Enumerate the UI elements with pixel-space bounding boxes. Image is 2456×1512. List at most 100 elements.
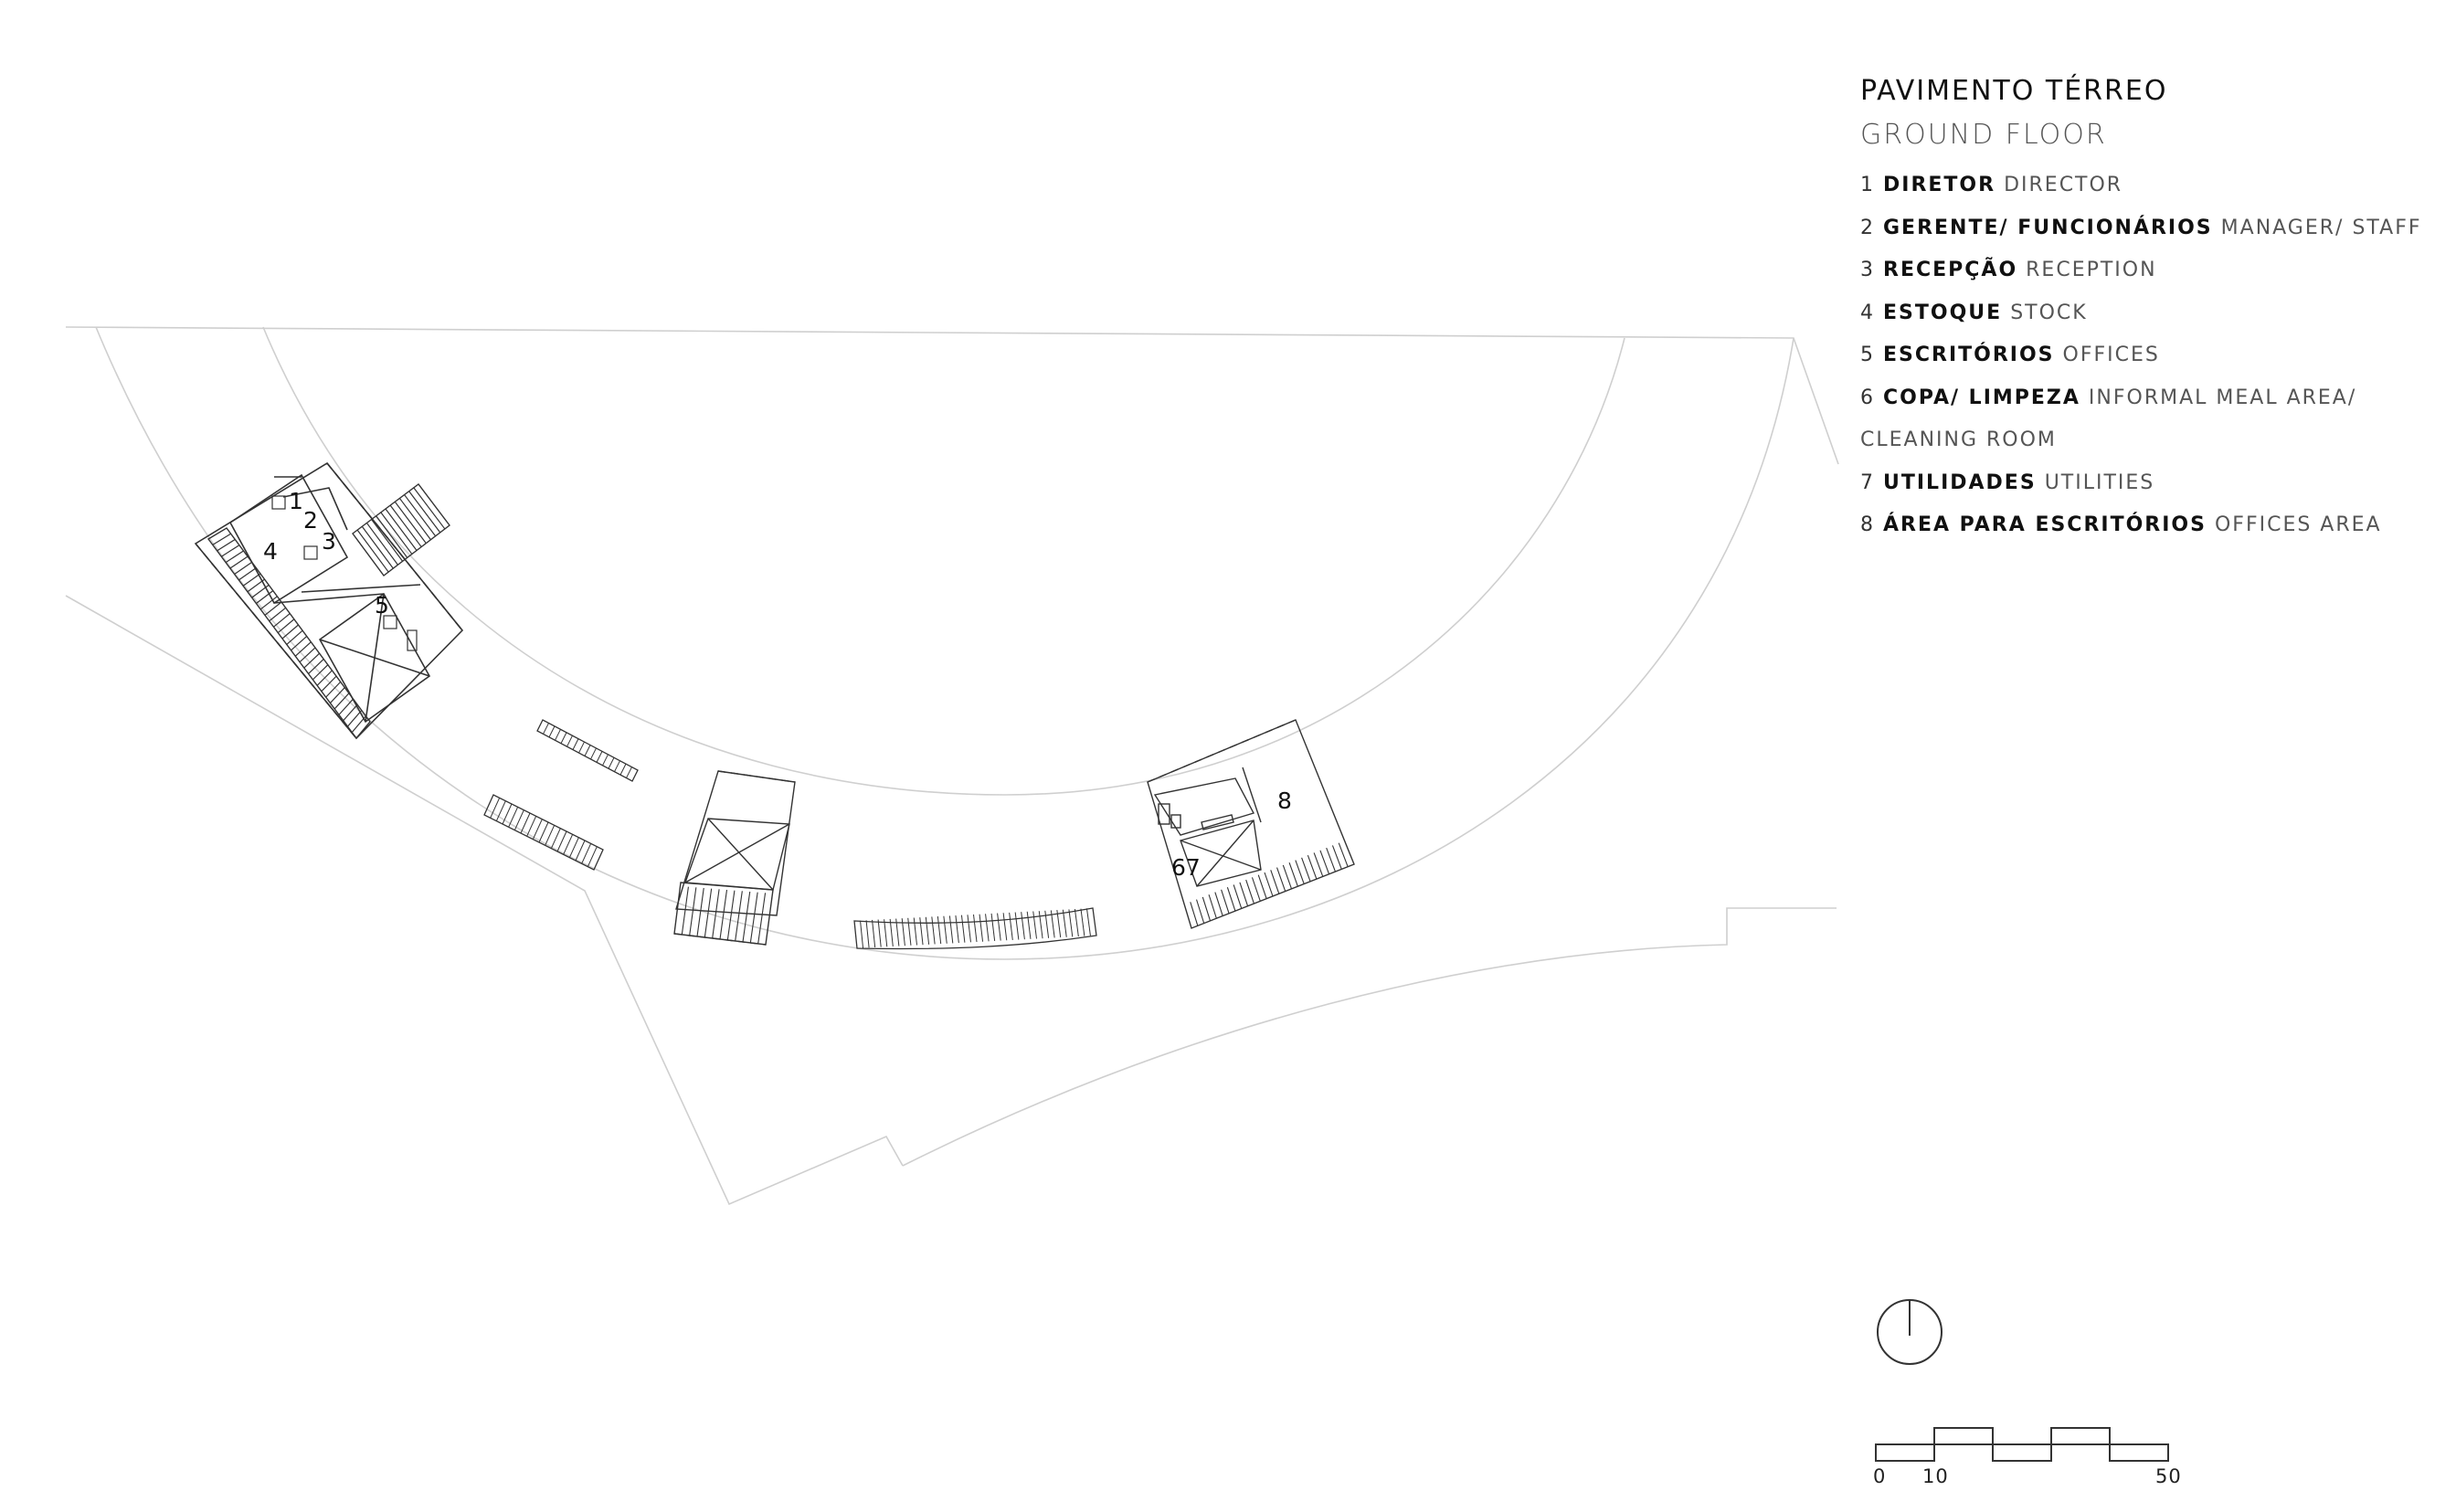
tread-line — [865, 920, 870, 948]
scale-bar — [1875, 1427, 2169, 1462]
tread-line — [545, 825, 556, 846]
tread-line — [1233, 884, 1243, 909]
tread-line — [242, 573, 261, 587]
tread-line — [614, 760, 620, 772]
legend-item-pt: DIRETOR — [1883, 174, 1996, 196]
tread-line — [990, 913, 996, 942]
tread-line — [1226, 886, 1236, 912]
legend-item: 6 COPA/ LIMPEZA INFORMAL MEAL AREA/ — [1860, 377, 2427, 420]
tread-line — [277, 619, 295, 634]
tread-line — [264, 601, 282, 616]
room-label-5: 5 — [375, 592, 389, 619]
tread-line — [967, 915, 971, 943]
legend-item: 5 ESCRITÓRIOS OFFICES — [1860, 334, 2427, 377]
legend-item-en: STOCK — [2010, 301, 2088, 324]
tread-line — [1264, 872, 1274, 897]
tread-line — [1295, 860, 1305, 884]
tread-line — [1009, 912, 1013, 940]
tread-line — [566, 735, 573, 747]
tread-line — [238, 567, 257, 581]
tread-line — [538, 821, 549, 843]
tread-line — [602, 754, 609, 767]
tread-line — [948, 915, 954, 944]
left-stair — [206, 527, 371, 740]
tread-line — [572, 738, 579, 750]
tread-line — [312, 664, 329, 681]
tread-line — [251, 584, 270, 598]
tread-line — [329, 687, 345, 703]
tread-line — [1056, 910, 1062, 938]
legend-item: 4 ESTOQUE STOCK — [1860, 292, 2427, 335]
tread-line — [550, 828, 561, 849]
tread-line — [1288, 862, 1298, 887]
tread-line — [508, 807, 519, 828]
tread-line — [712, 889, 720, 939]
tread-line — [408, 491, 441, 534]
bench-1 — [536, 719, 639, 782]
tread-line — [1044, 910, 1050, 938]
tread-line — [704, 888, 713, 938]
tread-line — [1080, 908, 1085, 936]
room-label-3: 3 — [322, 528, 336, 555]
legend-item-pt: ESTOQUE — [1883, 301, 2003, 324]
tread-line — [590, 747, 597, 760]
tread-line — [229, 555, 249, 569]
tread-line — [299, 647, 316, 663]
tread-line — [943, 915, 947, 944]
legend-item-pt: RECEPÇÃO — [1883, 259, 2018, 281]
legend-item-number: 2 — [1860, 216, 1875, 239]
tread-line — [1038, 911, 1043, 939]
legend: PAVIMENTO TÉRREO GROUND FLOOR 1 DIRETOR … — [1860, 75, 2427, 547]
tread-line — [907, 917, 912, 946]
tread-line — [513, 809, 524, 830]
tread-line — [316, 670, 333, 686]
tread-line — [563, 834, 574, 855]
legend-item-en: MANAGER/ STAFF — [2220, 216, 2422, 239]
tread-line — [1326, 847, 1336, 872]
tread-line — [681, 886, 689, 936]
tread-line — [308, 658, 324, 674]
legend-item-number: 6 — [1860, 386, 1875, 409]
tread-line — [1251, 877, 1261, 902]
tread-line — [556, 830, 567, 852]
legend-item: 7 UTILIDADES UTILITIES — [1860, 462, 2427, 505]
tread-line — [979, 914, 984, 942]
tread-line — [256, 590, 274, 605]
tread-line — [937, 916, 942, 945]
tread-line — [1214, 892, 1223, 916]
legend-item: 3 RECEPÇÃO RECEPTION — [1860, 249, 2427, 292]
tread-line — [281, 624, 299, 640]
upper-stair-treads — [356, 487, 446, 573]
tread-line — [351, 715, 366, 733]
tread-line — [1313, 852, 1324, 877]
tread-line — [291, 636, 308, 651]
tread-line — [413, 487, 446, 530]
legend-item: 1 DIRETOR DIRECTOR — [1860, 164, 2427, 207]
tread-line — [247, 578, 265, 593]
legend-subtitle: GROUND FLOOR — [1860, 119, 2107, 151]
tread-line — [860, 920, 864, 948]
tread-line — [1032, 911, 1037, 939]
tread-line — [1208, 894, 1217, 919]
tread-line — [587, 846, 598, 867]
tread-line — [726, 890, 736, 941]
tread-line — [608, 757, 615, 769]
tread-line — [404, 494, 437, 537]
room-label-67: 67 — [1171, 854, 1201, 881]
tread-line — [1257, 874, 1267, 899]
tread-line — [1014, 912, 1020, 940]
tread-line — [1085, 908, 1091, 936]
room-label-2: 2 — [303, 507, 318, 534]
tread-line — [877, 919, 882, 947]
tread-line — [394, 501, 427, 545]
bench-treads — [490, 723, 1091, 948]
tread-line — [347, 710, 363, 727]
tread-line — [389, 504, 422, 547]
legend-item-pt: UTILIDADES — [1883, 471, 2037, 494]
tread-line — [502, 803, 513, 825]
tread-line — [286, 629, 303, 645]
legend-item-number: 1 — [1860, 174, 1875, 196]
tread-line — [1282, 864, 1293, 890]
tread-line — [575, 840, 586, 862]
